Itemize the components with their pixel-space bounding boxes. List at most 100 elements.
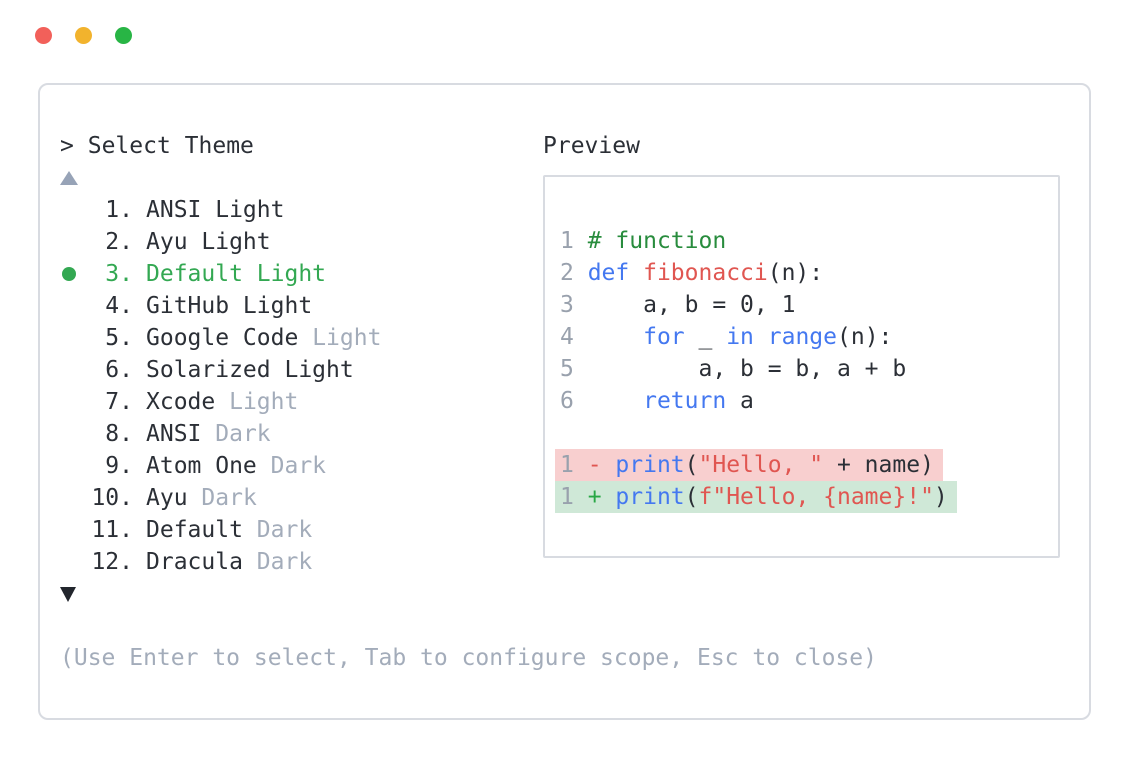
theme-option-xcode-light[interactable]: 7. Xcode Light bbox=[60, 386, 543, 418]
code-token-plain: _ bbox=[684, 324, 727, 350]
code-token-added-sign: + bbox=[587, 484, 616, 510]
theme-number: 1. bbox=[105, 197, 133, 223]
theme-number: 5. bbox=[105, 325, 133, 351]
selected-indicator bbox=[60, 267, 91, 281]
theme-number: 4. bbox=[105, 293, 133, 319]
theme-number: 2. bbox=[105, 229, 133, 255]
theme-label-muted-suffix: Light bbox=[229, 389, 299, 415]
line-number: 1 bbox=[560, 228, 588, 254]
window-controls bbox=[35, 27, 132, 44]
code-token-string: "Hello, " bbox=[698, 452, 824, 478]
theme-label-muted-suffix: Dark bbox=[201, 485, 257, 511]
code-line: 5 a, b = b, a + b bbox=[560, 353, 1058, 385]
scroll-down-icon[interactable] bbox=[60, 586, 76, 602]
code-token-plain: ( bbox=[684, 484, 699, 510]
theme-label: Dracula Dark bbox=[146, 549, 313, 575]
code-token-keyword: print bbox=[615, 484, 685, 510]
theme-option-ansi-dark[interactable]: 8.ANSI Dark bbox=[60, 418, 543, 450]
theme-label-muted-suffix: Light bbox=[312, 325, 382, 351]
theme-label: Default Dark bbox=[146, 517, 313, 543]
theme-picker-panel: > Select Theme 1. ANSI Light 2. Ayu Light 3.… bbox=[38, 83, 1091, 720]
code-token-plain: a, b = 0, 1 bbox=[587, 292, 796, 318]
code-token-keyword: return bbox=[643, 388, 727, 414]
line-number: 3 bbox=[560, 292, 588, 318]
prompt-chevron-icon: > bbox=[60, 133, 74, 159]
theme-list-column: > Select Theme 1. ANSI Light 2. Ayu Light 3.… bbox=[60, 130, 877, 718]
code-line: 4 for _ in range(n): bbox=[560, 321, 1058, 353]
line-number: 1 bbox=[560, 452, 588, 478]
code-token-plain: a bbox=[726, 388, 754, 414]
diff-line-removed: 1 - print("Hello, " + name) bbox=[555, 449, 1058, 481]
theme-option-default-dark[interactable]: 11. Default Dark bbox=[60, 514, 543, 546]
select-theme-header: > Select Theme bbox=[60, 130, 543, 162]
theme-number: 11. bbox=[91, 517, 133, 543]
theme-label: Solarized Light bbox=[146, 357, 354, 383]
theme-option-dracula-dark[interactable]: 12. Dracula Dark bbox=[60, 546, 543, 578]
selected-dot-icon bbox=[62, 267, 76, 281]
theme-label-muted-suffix: Dark bbox=[270, 453, 327, 479]
theme-option-google-code-light[interactable]: 5. Google Code Light bbox=[60, 322, 543, 354]
theme-label: Xcode Light bbox=[146, 389, 299, 415]
theme-number: 6. bbox=[105, 357, 133, 383]
theme-label-muted-suffix: Dark bbox=[215, 421, 271, 447]
code-token-keyword: def bbox=[587, 260, 630, 286]
theme-option-ayu-dark[interactable]: 10.Ayu Dark bbox=[60, 482, 543, 514]
keyboard-hint: (Use Enter to select, Tab to configure s… bbox=[60, 645, 877, 671]
theme-option-solarized-light[interactable]: 6. Solarized Light bbox=[60, 354, 543, 386]
code-token-plain: ) bbox=[933, 484, 948, 510]
code-token-name: fibonacci bbox=[643, 260, 768, 286]
theme-label: GitHub Light bbox=[146, 293, 313, 319]
diff-line-added: 1 + print(f"Hello, {name}!") bbox=[555, 481, 1058, 513]
code-token-plain bbox=[588, 324, 643, 350]
preview-title: Preview bbox=[543, 133, 640, 159]
code-token-plain: (n): bbox=[837, 324, 893, 350]
theme-option-ayu-light[interactable]: 2. Ayu Light bbox=[60, 226, 543, 258]
code-token-removed-sign: - bbox=[587, 452, 616, 478]
theme-option-github-light[interactable]: 4. GitHub Light bbox=[60, 290, 543, 322]
code-line: 3 a, b = 0, 1 bbox=[560, 289, 1058, 321]
zoom-button-icon[interactable] bbox=[115, 27, 132, 44]
code-token-plain bbox=[588, 388, 643, 414]
scroll-up-icon[interactable] bbox=[60, 171, 78, 185]
code-token-string: f"Hello, {name}!" bbox=[698, 484, 934, 510]
line-number: 4 bbox=[560, 324, 588, 350]
theme-label: Google Code Light bbox=[146, 325, 382, 351]
code-token-plain: (n): bbox=[767, 260, 824, 286]
scroll-up-row bbox=[60, 162, 543, 194]
code-token-plain: + name) bbox=[823, 452, 934, 478]
code-token-plain: ( bbox=[684, 452, 699, 478]
theme-number: 10. bbox=[91, 485, 133, 511]
theme-number: 12. bbox=[91, 549, 133, 575]
diff-highlight-added: 1 + print(f"Hello, {name}!") bbox=[555, 481, 957, 513]
code-token-keyword: in bbox=[726, 324, 754, 350]
diff-highlight-removed: 1 - print("Hello, " + name) bbox=[555, 449, 943, 481]
code-line: 1 # function bbox=[560, 225, 1058, 257]
code-token-comment: # function bbox=[587, 228, 727, 254]
theme-label: Atom One Dark bbox=[146, 453, 327, 479]
line-number: 2 bbox=[560, 260, 588, 286]
theme-label: Ayu Light bbox=[146, 229, 271, 255]
code-token-keyword: range bbox=[767, 324, 837, 350]
close-button-icon[interactable] bbox=[35, 27, 52, 44]
theme-label-muted-suffix: Dark bbox=[256, 549, 313, 575]
theme-option-ansi-light[interactable]: 1. ANSI Light bbox=[60, 194, 543, 226]
code-token-plain: a, b = b, a + b bbox=[587, 356, 907, 382]
theme-label: Default Light bbox=[146, 261, 327, 287]
minimize-button-icon[interactable] bbox=[75, 27, 92, 44]
line-number: 1 bbox=[560, 484, 588, 510]
theme-number: 7. bbox=[105, 389, 133, 415]
code-token-plain bbox=[754, 324, 768, 350]
theme-label: ANSI Dark bbox=[146, 421, 271, 447]
line-number: 6 bbox=[560, 388, 588, 414]
theme-label: ANSI Light bbox=[146, 197, 285, 223]
theme-option-default-light[interactable]: 3.Default Light bbox=[60, 258, 543, 290]
code-token-keyword: print bbox=[615, 452, 685, 478]
theme-label-muted-suffix: Dark bbox=[256, 517, 313, 543]
code-token-plain bbox=[629, 260, 643, 286]
theme-option-atom-one-dark[interactable]: 9.Atom One Dark bbox=[60, 450, 543, 482]
code-blank-line bbox=[560, 417, 1058, 449]
